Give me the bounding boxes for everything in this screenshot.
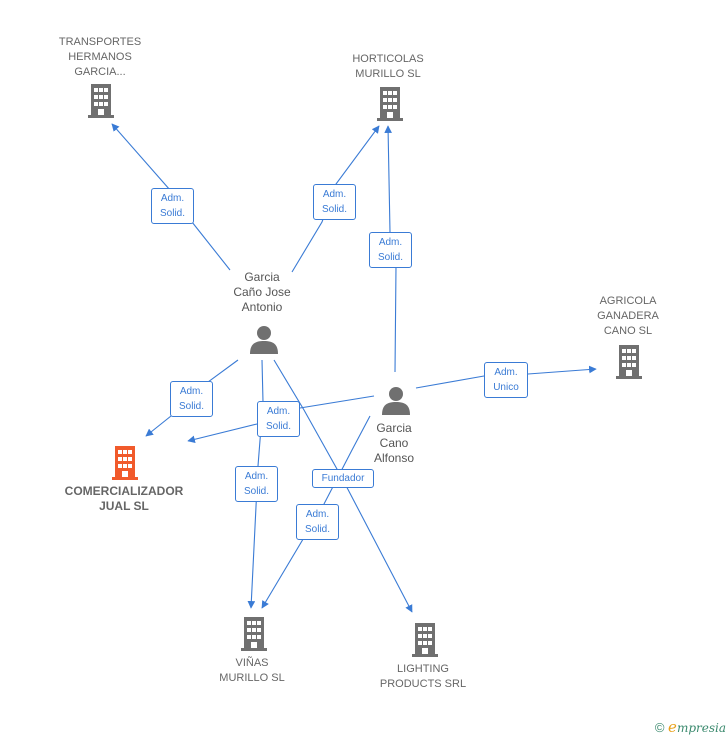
edge-label-line: Solid. [159,208,185,219]
agricola-label-line-2: GANADERA [597,310,659,322]
vinas-label[interactable]: VIÑAS MURILLO SL [192,656,312,686]
comercializador-label[interactable]: COMERCIALIZADOR JUAL SL [44,484,204,514]
comercializador-building-icon[interactable] [110,446,140,480]
alfonso-label-line-2: Cano [379,436,409,450]
vinas-building-icon[interactable] [239,617,269,651]
comercializador-label-line-2: JUAL SL [99,499,149,513]
agricola-label-line-1: AGRICOLA [599,295,657,307]
edge-label-line: Solid. [321,204,347,215]
edge-label-alfonso-agricola[interactable]: Adm. Unico [484,362,528,398]
edge-label-alfonso-comercializador[interactable]: Adm. Solid. [257,401,300,437]
edge-label-alfonso-horticolas[interactable]: Adm. Solid. [369,232,412,268]
edge-label-jose-lighting[interactable]: Fundador [312,469,374,488]
edge-label-line: Adm. [179,386,204,397]
horticolas-label-line-1: HORTICOLAS [352,53,424,65]
transportes-label-line-2: HERMANOS [68,51,132,63]
transportes-building-icon[interactable] [86,84,116,118]
edge-label-line: Adm. [160,193,185,204]
edge-label-line: Adm. [244,471,269,482]
edge-label-line: Adm. [266,406,291,417]
horticolas-label-line-2: MURILLO SL [355,68,421,80]
footer-brand[interactable]: © empresia [655,718,726,736]
edge-label-line: Adm. [322,189,347,200]
jose-label[interactable]: Garcia Caño Jose Antonio [212,270,312,315]
jose-label-line-2: Caño Jose [233,285,291,299]
agricola-label-line-3: CANO SL [603,325,653,337]
comercializador-label-line-1: COMERCIALIZADOR [64,484,184,498]
edge-label-line: Adm. [378,237,403,248]
edge-label-line: Adm. [494,367,518,378]
lighting-label[interactable]: LIGHTING PRODUCTS SRL [358,662,488,692]
alfonso-label-line-1: Garcia [376,421,412,435]
edge-label-line: Solid. [178,401,204,412]
horticolas-label[interactable]: HORTICOLAS MURILLO SL [328,52,448,82]
edge-label-line: Unico [493,382,519,393]
lighting-building-icon[interactable] [410,623,440,657]
edge-label-jose-comercializador[interactable]: Adm. Solid. [170,381,213,417]
edge-label-line: Solid. [265,421,291,432]
edge-label-line: Solid. [304,524,330,535]
alfonso-label[interactable]: Garcia Cano Alfonso [344,421,444,466]
edge-label-jose-transportes[interactable]: Adm. Solid. [151,188,194,224]
edge-label-alfonso-vinas[interactable]: Adm. Solid. [296,504,339,540]
vinas-label-line-1: VIÑAS [235,657,269,669]
edge-label-line: Solid. [377,252,403,263]
jose-label-line-3: Antonio [241,300,283,314]
horticolas-building-icon[interactable] [375,87,405,121]
jose-label-line-1: Garcia [244,270,280,284]
jose-person-icon[interactable] [249,325,279,355]
edge-label-line: Adm. [305,509,330,520]
edge-label-jose-vinas[interactable]: Adm. Solid. [235,466,278,502]
brand-logo-text: mpresia [676,721,726,735]
lighting-label-line-2: PRODUCTS SRL [379,678,467,690]
alfonso-label-line-3: Alfonso [373,451,415,465]
edge-jose-lighting [273,359,413,613]
edge-label-jose-horticolas[interactable]: Adm. Solid. [313,184,356,220]
brand-logo-initial: e [668,718,677,736]
copyright-icon: © [654,720,665,735]
alfonso-person-icon[interactable] [381,386,411,416]
transportes-label-line-1: TRANSPORTES [58,36,142,48]
edge-label-line: Fundador [321,473,365,484]
lighting-label-line-1: LIGHTING [397,663,449,675]
vinas-label-line-2: MURILLO SL [219,672,285,684]
transportes-label[interactable]: TRANSPORTES HERMANOS GARCIA... [40,35,160,80]
agricola-building-icon[interactable] [614,345,644,379]
edge-label-line: Solid. [243,486,269,497]
transportes-label-line-3: GARCIA... [74,66,126,78]
agricola-label[interactable]: AGRICOLA GANADERA CANO SL [568,294,688,339]
